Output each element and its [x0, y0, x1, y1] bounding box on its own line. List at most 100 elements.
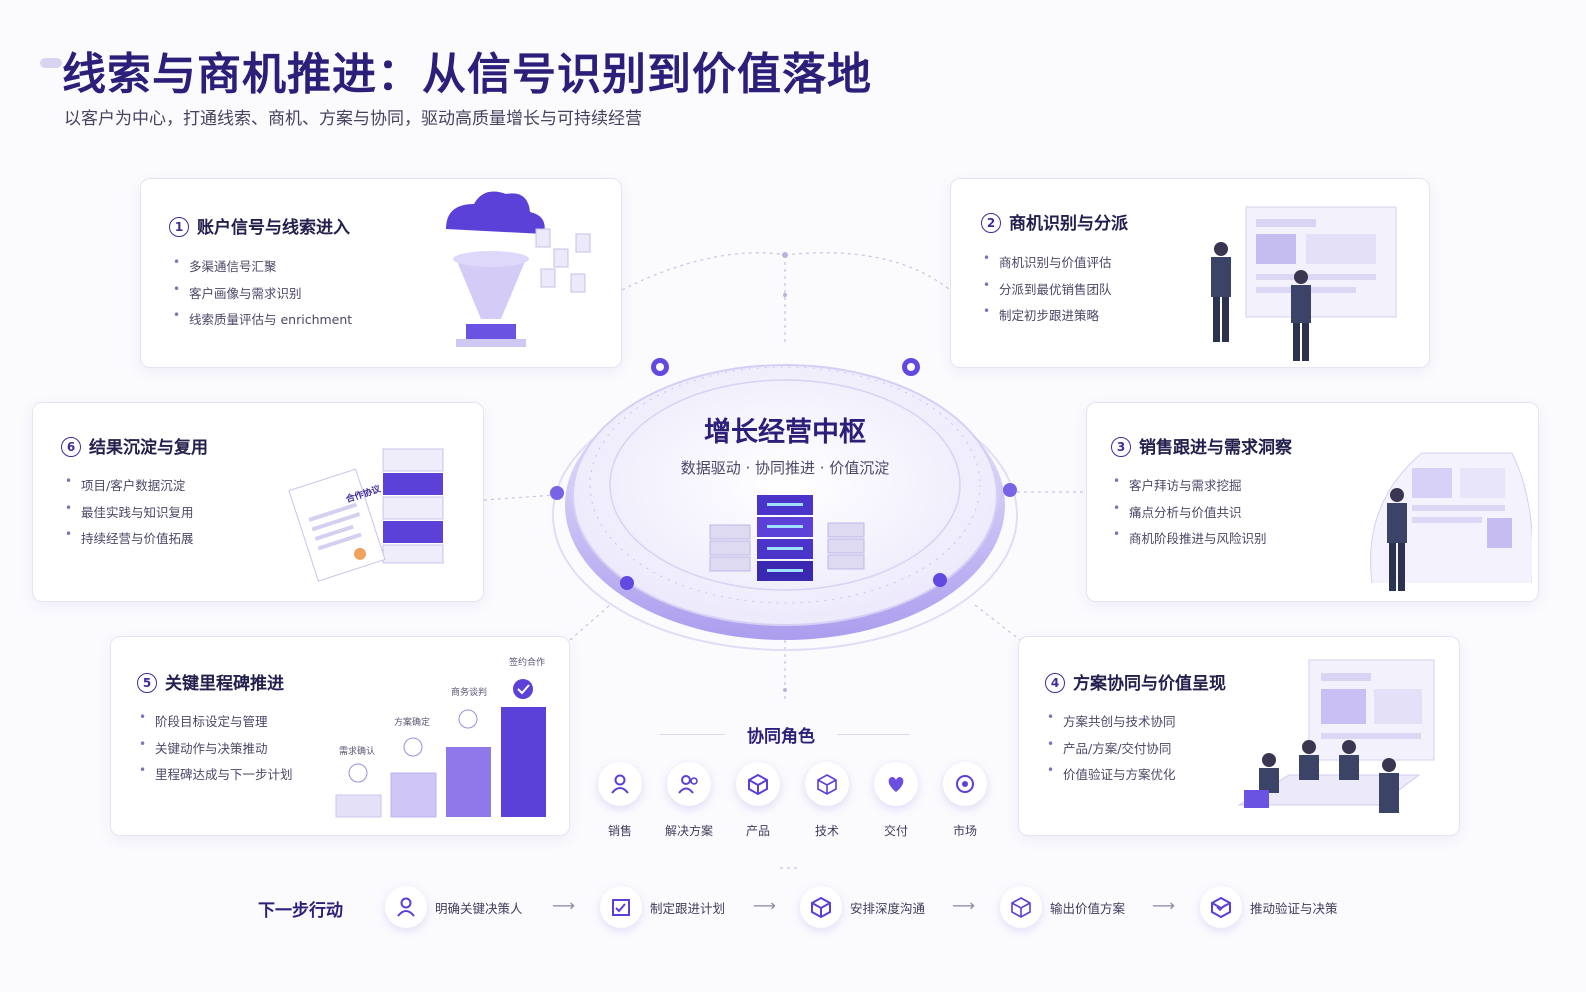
role-delivery: 交付: [864, 762, 928, 839]
card-bullets: 商机识别与价值评估 分派到最优销售团队 制定初步跟进策略: [983, 251, 1112, 332]
card-bullets: 项目/客户数据沉淀 最佳实践与知识复用 持续经营与价值拓展: [65, 474, 194, 555]
hub-subtitle: 数据驱动 · 协同推进 · 价值沉淀: [680, 459, 890, 477]
step-label: 明确关键决策人: [435, 900, 523, 916]
package-icon: [1211, 896, 1231, 918]
bullet-item: 商机阶段推进与风险识别: [1113, 527, 1267, 555]
card-title: 结果沉淀与复用: [89, 438, 208, 458]
card-title: 账户信号与线索进入: [197, 218, 350, 238]
step-number: 1: [169, 217, 189, 237]
bullet-item: 阶段目标设定与管理: [139, 710, 293, 738]
next-step-item: 制定跟进计划: [600, 886, 725, 928]
step-label: 推动验证与决策: [1250, 900, 1338, 916]
bullet-item: 客户画像与需求识别: [173, 282, 352, 310]
step-label: 制定跟进计划: [650, 900, 726, 916]
step-label: 安排深度沟通: [850, 900, 926, 916]
role-label: 市场: [952, 824, 977, 838]
arrow-right-icon: ⟶: [753, 896, 776, 915]
team-table-illustration: [1237, 659, 1435, 813]
milestone-label: 方案确定: [394, 718, 431, 728]
role-sales: 销售: [588, 762, 652, 839]
server-stack-center: [757, 495, 813, 581]
step-label: 输出价值方案: [1050, 900, 1126, 916]
user-icon: [611, 774, 629, 794]
page-subtitle: 以客户为中心，打通线索、商机、方案与协同，驱动高质量增长与可持续经营: [64, 109, 642, 129]
card-bullets: 客户拜访与需求挖掘 痛点分析与价值共识 商机阶段推进与风险识别: [1113, 474, 1267, 555]
role-label: 销售: [607, 824, 632, 838]
card-title: 商机识别与分派: [1009, 214, 1128, 234]
server-stack-left: [709, 524, 751, 572]
milestone-label: 商务谈判: [451, 688, 488, 698]
roles-title: 协同角色: [747, 727, 815, 747]
bullet-item: 方案共创与技术协同: [1047, 710, 1176, 738]
card-lead-intake: 1 账户信号与线索进入 多渠通信号汇聚 客户画像与需求识别 线索质量评估与 enr…: [140, 178, 622, 368]
page-title: 线索与商机推进：从信号识别到价值落地: [62, 49, 872, 100]
milestone-label: 签约合作: [509, 658, 546, 668]
server-stack-right: [827, 522, 865, 570]
users-icon: [678, 775, 698, 794]
milestone-label: 需求确认: [339, 747, 376, 757]
card-sales-followup: 3 销售跟进与需求洞察 客户拜访与需求挖掘 痛点分析与价值共识 商机阶段推进与风险…: [1086, 402, 1539, 602]
step-number: 6: [61, 437, 81, 457]
card-title: 销售跟进与需求洞察: [1139, 438, 1292, 458]
bullet-item: 线索质量评估与 enrichment: [173, 308, 352, 336]
step-number: 4: [1045, 673, 1065, 693]
bullet-item: 产品/方案/交付协同: [1047, 737, 1176, 765]
analyst-illustration: [1370, 452, 1532, 591]
card-solution-collab: 4 方案协同与价值呈现 方案共创与技术协同 产品/方案/交付协同 价值验证与方案优…: [1018, 636, 1460, 836]
arrow-right-icon: ⟶: [1152, 896, 1175, 915]
card-title: 方案协同与价值呈现: [1073, 674, 1226, 694]
next-step-item: 推动验证与决策: [1200, 886, 1338, 928]
role-label: 产品: [745, 824, 770, 838]
user-icon: [397, 897, 415, 917]
next-step-item: 输出价值方案: [1000, 886, 1125, 928]
box-icon: [817, 774, 837, 795]
step-number: 2: [981, 213, 1001, 233]
card-bullets: 方案共创与技术协同 产品/方案/交付协同 价值验证与方案优化: [1047, 710, 1176, 791]
role-solution: 解决方案: [657, 762, 721, 839]
next-step-item: 安排深度沟通: [800, 886, 925, 928]
bullet-item: 客户拜访与需求挖掘: [1113, 474, 1267, 502]
bullet-item: 痛点分析与价值共识: [1113, 501, 1267, 529]
bullet-item: 制定初步跟进策略: [983, 304, 1112, 332]
bullet-item: 商机识别与价值评估: [983, 251, 1112, 279]
card-opportunity-assign: 2 商机识别与分派 商机识别与价值评估 分派到最优销售团队 制定初步跟进策略: [950, 178, 1430, 368]
title-accent: [40, 58, 62, 68]
hub-text: 增长经营中枢 数据驱动 · 协同推进 · 价值沉淀: [585, 410, 985, 478]
next-steps-title: 下一步行动: [258, 901, 343, 921]
hub-title: 增长经营中枢: [704, 417, 866, 448]
card-title: 关键里程碑推进: [165, 674, 284, 694]
arrow-right-icon: ⟶: [952, 896, 975, 915]
role-label: 技术: [814, 824, 839, 838]
box-icon: [1011, 897, 1031, 918]
role-tech: 技术: [795, 762, 859, 839]
hub-platform: [550, 358, 1018, 651]
next-step-item: 明确关键决策人: [385, 886, 523, 928]
bullet-item: 关键动作与决策推动: [139, 737, 293, 765]
roles-heading-wrap: 协同角色: [725, 722, 837, 747]
card-milestones: 5 关键里程碑推进 阶段目标设定与管理 关键动作与决策推动 里程碑达成与下一步计划…: [110, 636, 570, 836]
bullet-item: 分派到最优销售团队: [983, 278, 1112, 306]
card-bullets: 阶段目标设定与管理 关键动作与决策推动 里程碑达成与下一步计划: [139, 710, 293, 791]
bullet-item: 多渠通信号汇聚: [173, 255, 352, 283]
meeting-illustration: [1211, 206, 1397, 361]
milestone-staircase: [335, 679, 546, 818]
role-market: 市场: [933, 762, 997, 839]
funnel-illustration: [446, 191, 591, 347]
bullet-item: 价值验证与方案优化: [1047, 763, 1176, 791]
step-number: 3: [1111, 437, 1131, 457]
heart-icon: [888, 777, 904, 792]
step-number: 5: [137, 673, 157, 693]
cube-icon: [811, 896, 831, 918]
role-label: 解决方案: [664, 824, 713, 838]
archive-illustration: [288, 448, 444, 582]
arrow-right-icon: ⟶: [552, 896, 575, 915]
bullet-item: 里程碑达成与下一步计划: [139, 763, 293, 791]
bullet-item: 项目/客户数据沉淀: [65, 474, 194, 502]
bullet-item: 持续经营与价值拓展: [65, 527, 194, 555]
target-icon: [956, 775, 974, 793]
card-bullets: 多渠通信号汇聚 客户画像与需求识别 线索质量评估与 enrichment: [173, 255, 352, 336]
cube-icon: [748, 773, 768, 795]
bullet-item: 最佳实践与知识复用: [65, 501, 194, 529]
